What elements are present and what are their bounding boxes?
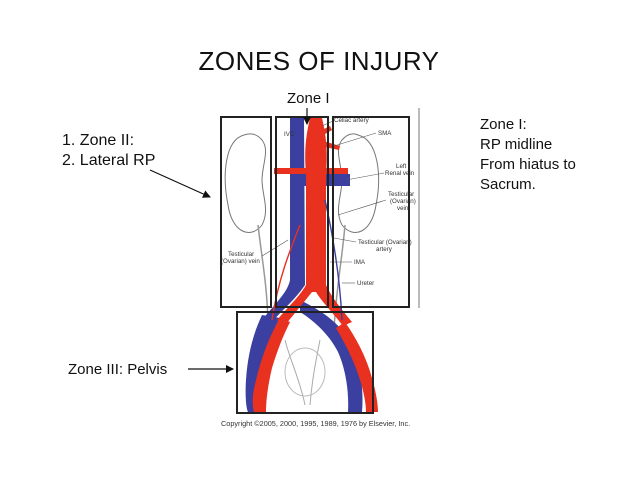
zone-1-desc-line: RP midline — [480, 136, 553, 153]
leader-line — [333, 237, 357, 243]
left-renal-artery — [324, 168, 348, 174]
label-ureter: Ureter — [357, 280, 374, 287]
right-renal-artery — [274, 168, 308, 174]
zone-2-item: 1. Zone II: — [62, 132, 135, 149]
aorta-artery — [277, 118, 352, 326]
zone-2-item: 2. Lateral RP — [62, 152, 156, 169]
pelvic-vessel — [284, 339, 306, 406]
bladder-outline — [284, 347, 326, 397]
zone-2-box-right — [220, 116, 272, 308]
label-testicular-artery: Testicular (Ovarian) — [358, 239, 412, 246]
left-kidney — [337, 133, 380, 233]
zone-1-desc-line: Zone I: — [480, 116, 527, 133]
zone-1-label: Zone I — [287, 90, 330, 107]
label-testicular-artery: artery — [376, 246, 393, 253]
leader-line — [337, 199, 387, 216]
zone-1-box — [275, 116, 329, 308]
label-ivc: IVC — [284, 131, 295, 138]
label-testicular-right: vein — [397, 205, 409, 212]
label-renal-vein: Renal vein — [385, 170, 415, 177]
label-testicular-left: (Ovarian) vein — [221, 258, 260, 265]
label-testicular-left: Testicular — [228, 251, 254, 258]
label-testicular-right: Testicular — [388, 191, 414, 198]
zone-2-arrow — [149, 169, 211, 198]
leader-line — [333, 132, 377, 147]
right-ureter — [257, 224, 269, 331]
zone-2-box-left — [332, 116, 410, 308]
right-kidney — [224, 133, 267, 233]
sma-branch — [320, 140, 340, 150]
label-left: Left — [396, 163, 407, 170]
right-iliac-artery — [252, 318, 290, 412]
leader-line — [345, 172, 385, 181]
label-sma: SMA — [378, 130, 392, 137]
zone-3-label: Zone III: Pelvis — [68, 361, 168, 378]
label-testicular-right: (Ovarian) — [390, 198, 416, 205]
left-iliac-vein — [300, 300, 363, 412]
left-iliac-artery — [336, 322, 378, 412]
copyright-notice: Copyright ©2005, 2000, 1995, 1989, 1976 … — [221, 419, 411, 428]
zone-1-description: Zone I: RP midline From hiatus to Sacrum… — [480, 115, 576, 195]
left-ureter — [333, 224, 346, 331]
ivc-vein — [262, 118, 305, 322]
slide-title: ZONES OF INJURY — [198, 46, 440, 76]
zone-2-list: 1. Zone II: 2. Lateral RP — [62, 131, 155, 171]
pelvic-vessel — [309, 339, 321, 406]
label-ima: IMA — [354, 259, 366, 266]
zone-3-box — [236, 311, 374, 414]
label-celiac: Celiac artery — [334, 117, 370, 124]
zone-1-desc-line: Sacrum. — [480, 176, 536, 193]
testicular-artery-line — [271, 224, 301, 321]
zone-1-desc-line: From hiatus to — [480, 156, 576, 173]
